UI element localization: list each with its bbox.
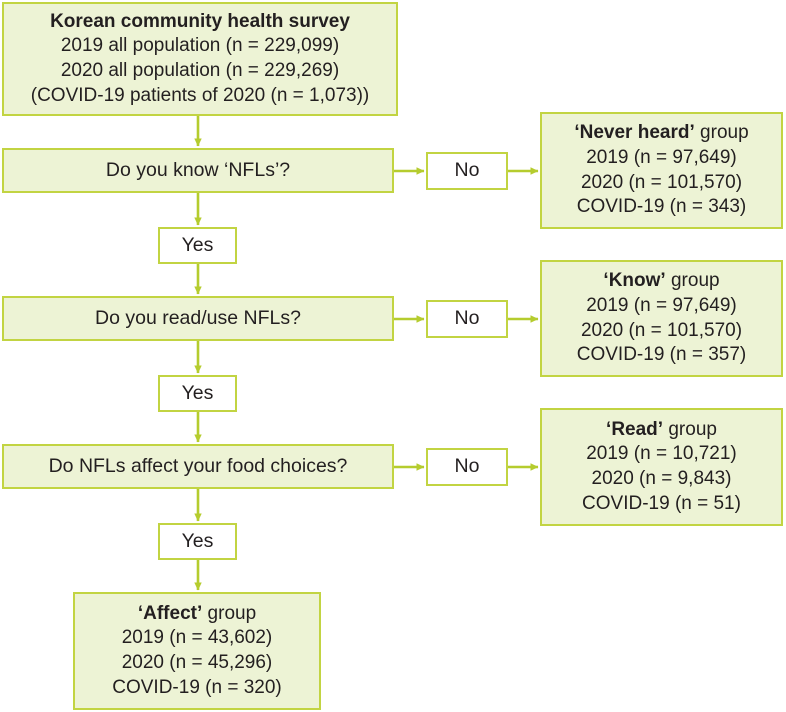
outcome-line-covid: COVID-19 (n = 357)	[576, 344, 747, 366]
outcome-box-affect: ‘Affect’ group 2019 (n = 43,602) 2020 (n…	[73, 592, 321, 710]
answer-box-yes-1: Yes	[158, 227, 237, 264]
question-text-3: Do NFLs affect your food choices?	[48, 454, 348, 477]
source-line-covid: (COVID-19 patients of 2020 (n = 1,073))	[30, 84, 370, 106]
outcome-line-2020: 2020 (n = 9,843)	[591, 468, 732, 489]
question-text-1: Do you know ‘NFLs’?	[105, 158, 291, 181]
answer-label-yes-1: Yes	[181, 233, 214, 256]
outcome-box-never-heard: ‘Never heard’ group 2019 (n = 97,649) 20…	[540, 112, 783, 229]
question-box-affect-food-choices: Do NFLs affect your food choices?	[2, 444, 394, 489]
source-population-box: Korean community health survey 2019 all …	[2, 2, 398, 116]
outcome-title-read: ‘Read’ group	[606, 418, 717, 440]
answer-box-yes-3: Yes	[158, 523, 237, 560]
outcome-line-covid: COVID-19 (n = 51)	[582, 492, 741, 514]
answer-label-no-2: No	[454, 307, 480, 330]
question-box-read-use-nfls: Do you read/use NFLs?	[2, 296, 394, 341]
answer-label-no-1: No	[454, 159, 480, 182]
answer-label-yes-3: Yes	[181, 529, 214, 552]
outcome-line-2019: 2019 (n = 10,721)	[586, 443, 737, 465]
answer-box-no-1: No	[426, 152, 508, 190]
outcome-title-know: ‘Know’ group	[603, 270, 720, 292]
outcome-line-covid: COVID-19 (n = 320)	[112, 676, 282, 698]
outcome-title-never-heard: ‘Never heard’ group	[574, 122, 749, 144]
outcome-line-2020: 2020 (n = 101,570)	[580, 319, 743, 341]
outcome-line-2020: 2020 (n = 101,570)	[580, 171, 743, 193]
answer-label-yes-2: Yes	[181, 381, 214, 404]
source-title: Korean community health survey	[50, 10, 350, 32]
outcome-box-know: ‘Know’ group 2019 (n = 97,649) 2020 (n =…	[540, 260, 783, 377]
outcome-title-affect: ‘Affect’ group	[137, 602, 257, 624]
source-line-2020: 2020 all population (n = 229,269)	[60, 60, 340, 81]
answer-box-no-2: No	[426, 300, 508, 338]
source-line-2019: 2019 all population (n = 229,099)	[60, 35, 340, 57]
answer-box-no-3: No	[426, 448, 508, 486]
question-box-know-nfls: Do you know ‘NFLs’?	[2, 148, 394, 193]
answer-label-no-3: No	[454, 455, 480, 478]
question-text-2: Do you read/use NFLs?	[95, 306, 301, 329]
outcome-box-read: ‘Read’ group 2019 (n = 10,721) 2020 (n =…	[540, 408, 783, 526]
outcome-line-2020: 2020 (n = 45,296)	[121, 652, 273, 673]
outcome-line-2019: 2019 (n = 43,602)	[121, 627, 273, 649]
outcome-line-covid: COVID-19 (n = 343)	[576, 196, 747, 218]
answer-box-yes-2: Yes	[158, 375, 237, 412]
outcome-line-2019: 2019 (n = 97,649)	[586, 146, 737, 168]
outcome-line-2019: 2019 (n = 97,649)	[586, 294, 737, 316]
